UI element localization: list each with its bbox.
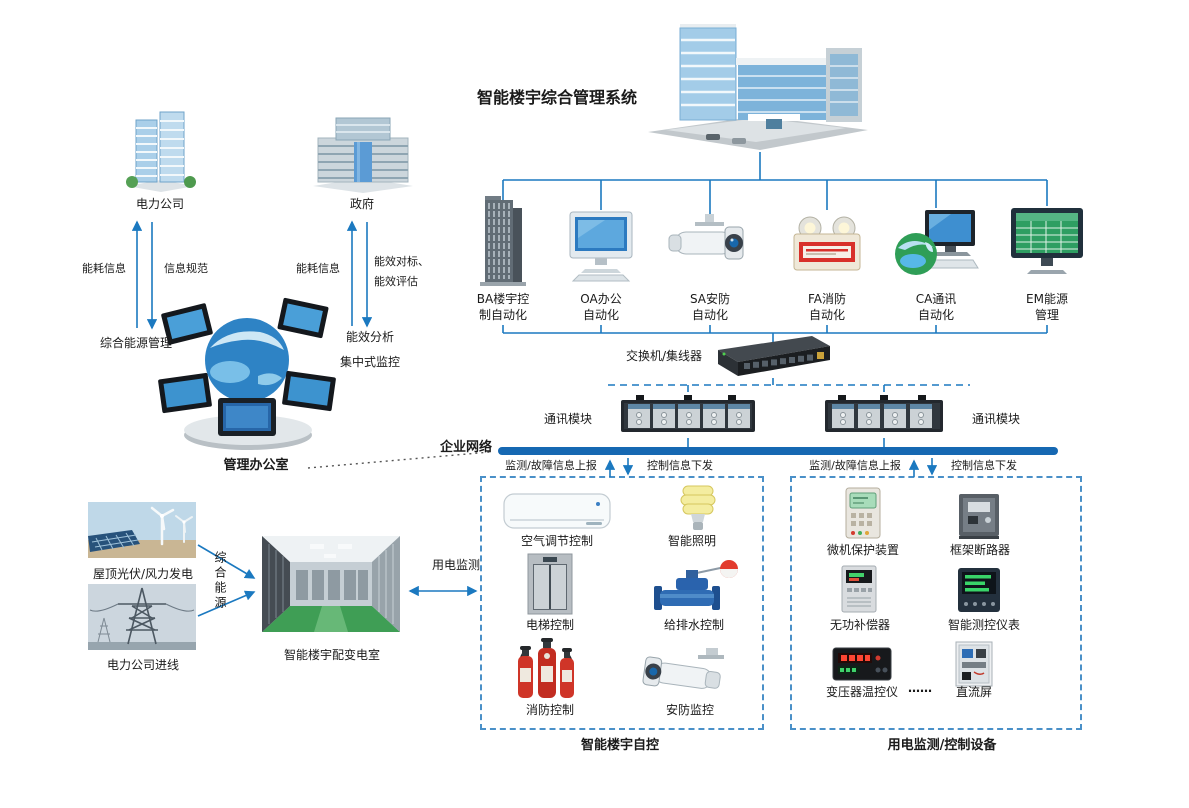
- oa-computer-icon: [565, 208, 637, 282]
- building-controls-box: [480, 476, 764, 730]
- air-conditioner-icon: [502, 490, 612, 532]
- report-left-label: 监测/故障信息上报: [505, 459, 597, 472]
- drainage-control-label: 给排水控制: [663, 618, 724, 632]
- light-bulb-icon: [676, 484, 720, 534]
- water-valve-icon: [648, 558, 740, 616]
- elevator-icon: [526, 552, 574, 616]
- lighting-label: 智能照明: [667, 534, 716, 548]
- management-office-label: 管理办公室: [223, 458, 289, 473]
- integrated-energy-mgmt-label: 综合能源管理: [99, 336, 172, 350]
- circuit-breaker-icon: [956, 490, 1002, 540]
- switch-label: 交换机/集线器: [625, 349, 703, 363]
- dc-panel-label: 直流屏: [955, 685, 992, 699]
- compensator-icon: [840, 564, 878, 614]
- power-devices-caption: 用电监测/控制设备: [887, 738, 997, 753]
- power-company-building-icon: [124, 104, 198, 194]
- diagram-title: 智能楼宇综合管理系统: [476, 88, 637, 107]
- elevator-control-label: 电梯控制: [525, 618, 574, 632]
- management-office-computers-icon: [158, 280, 336, 458]
- energy-info-gov-label: 能耗信息: [296, 262, 340, 275]
- power-company-label: 电力公司: [135, 197, 184, 211]
- power-monitoring-label: 用电监测: [431, 558, 480, 572]
- temperature-controller-label: 变压器温控仪: [825, 685, 898, 699]
- ba-building-icon: [478, 194, 528, 288]
- efficiency-analysis-label: 能效分析: [345, 330, 394, 344]
- enterprise-network-label: 企业网络: [439, 440, 492, 455]
- subsystem-label-em: EM能源管理: [1026, 292, 1068, 322]
- subsystem-label-fa: FA消防自动化: [807, 292, 846, 322]
- info-standard-label: 信息规范: [164, 262, 208, 275]
- main-building-icon: [640, 20, 875, 152]
- energy-info-power-label: 能耗信息: [82, 262, 126, 275]
- security-monitoring-label: 安防监控: [665, 703, 714, 717]
- subsystem-label-sa: SA安防自动化: [689, 292, 731, 322]
- government-label: 政府: [349, 197, 374, 211]
- fire-control-label: 消防控制: [525, 703, 574, 717]
- compensator-label: 无功补偿器: [829, 618, 890, 632]
- ac-control-label: 空气调节控制: [520, 534, 593, 548]
- devices-ellipsis: ……: [908, 681, 932, 695]
- subsystem-label-ca: CA通讯自动化: [915, 292, 957, 322]
- ca-network-icon: [893, 206, 979, 280]
- comm-module-left-icon: [618, 390, 758, 440]
- transmission-tower-icon: [88, 584, 196, 650]
- measuring-instrument-icon: [956, 566, 1002, 614]
- dc-panel-icon: [954, 640, 994, 688]
- comm-module-right-icon: [822, 390, 946, 440]
- network-switch-icon: [712, 330, 834, 380]
- building-controls-caption: 智能楼宇自控: [580, 738, 659, 753]
- rooftop-pv-wind-label: 屋顶光伏/风力发电: [92, 567, 194, 581]
- subsystem-label-oa: OA办公自动化: [580, 292, 622, 322]
- fire-extinguisher-icon: [510, 636, 582, 702]
- measuring-instrument-label: 智能测控仪表: [947, 618, 1020, 632]
- benchmark-label-line1: 能效对标、: [374, 255, 429, 268]
- sa-camera-icon: [667, 212, 753, 274]
- government-building-icon: [310, 106, 416, 194]
- circuit-breaker-label: 框架断路器: [949, 543, 1010, 557]
- control-right-label: 控制信息下发: [951, 459, 1017, 472]
- integrated-energy-label: 综合能源: [213, 551, 227, 611]
- comm-module-right-label: 通讯模块: [971, 412, 1020, 426]
- utility-incoming-label: 电力公司进线: [106, 658, 179, 672]
- substation-room-icon: [262, 536, 400, 632]
- power-devices-box: [790, 476, 1082, 730]
- report-right-label: 监测/故障信息上报: [809, 459, 901, 472]
- subsystem-label-ba: BA楼宇控制自动化: [476, 292, 530, 322]
- fa-alarm-icon: [786, 208, 868, 276]
- substation-label: 智能楼宇配变电室: [283, 648, 380, 662]
- protection-device-label: 微机保护装置: [826, 543, 899, 557]
- protection-device-icon: [844, 486, 882, 540]
- em-monitor-icon: [1007, 204, 1087, 282]
- solar-wind-icon: [88, 502, 196, 558]
- temperature-controller-icon: [832, 646, 892, 682]
- control-left-label: 控制信息下发: [647, 459, 713, 472]
- central-monitoring-label: 集中式监控: [339, 355, 400, 369]
- comm-module-left-label: 通讯模块: [543, 412, 592, 426]
- benchmark-label-line2: 能效评估: [374, 275, 418, 288]
- security-camera-icon: [640, 646, 730, 700]
